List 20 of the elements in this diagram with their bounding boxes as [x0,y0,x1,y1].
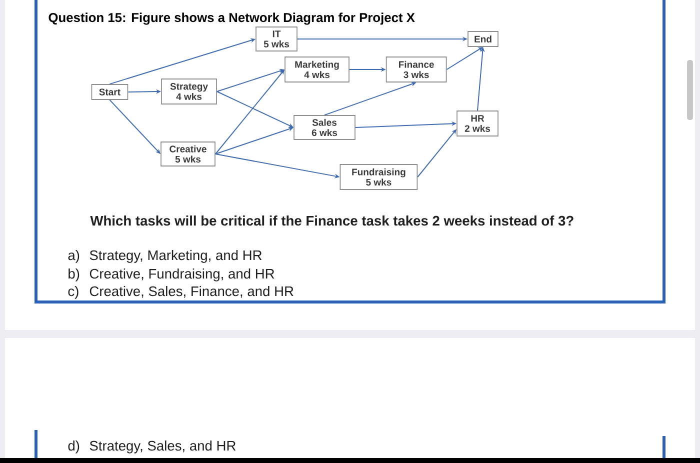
answer-option: Creative, Fundraising, and HR [90,268,274,282]
task-box: HR 2 wks [456,110,498,136]
task-box: Finance 3 wks [386,56,447,82]
answer-option: Strategy, Sales, and HR [90,440,236,454]
option-marker: c) [68,286,78,299]
task-box: Fundraising 5 wks [340,164,418,190]
option-marker: a) [68,250,80,263]
task-box: Sales 6 wks [294,115,356,140]
question-text: Which tasks will be critical if the Finance task takes 2 weeks instead of 3? [90,216,574,226]
task-box: Creative 5 wks [160,142,216,166]
task-box: Marketing 4 wks [284,56,350,82]
task-box: Start [91,84,128,100]
answer-option: Strategy, Marketing, and HR [90,250,262,263]
task-box: Strategy 4 wks [161,78,217,104]
answer-option: Creative, Sales, Finance, and HR [90,286,294,298]
option-marker: d) [68,440,80,454]
task-box: End [468,31,498,47]
option-marker: b) [68,268,80,282]
title: Question 15: Figure shows a Network Diagram for Project X [48,12,415,25]
task-box: IT 5 wks [256,26,298,52]
